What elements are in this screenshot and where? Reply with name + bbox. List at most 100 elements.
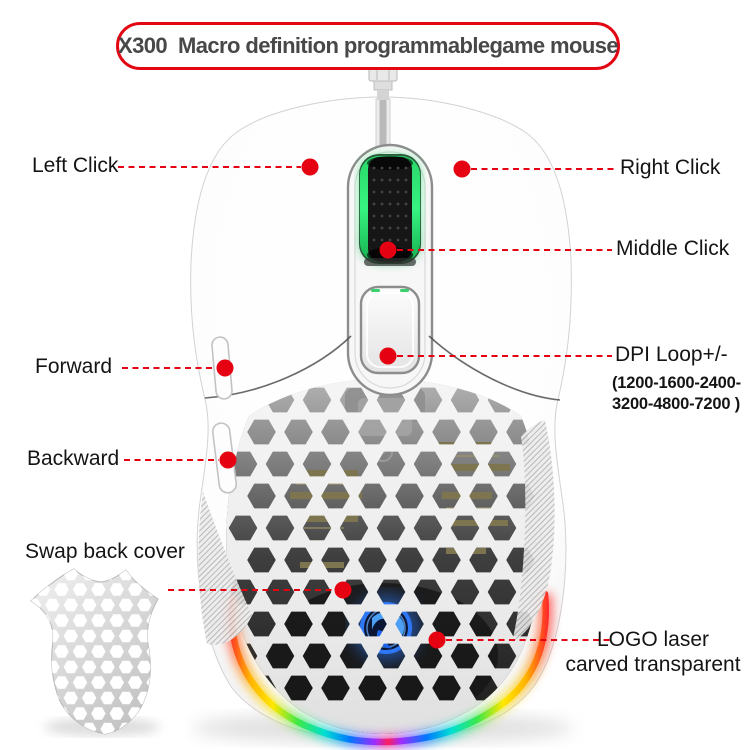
callout-dot-middle-click (379, 241, 397, 259)
dpi-leds (371, 289, 409, 292)
hex-cell (31, 660, 42, 674)
hex-cell (155, 598, 158, 612)
hex-cell (137, 569, 152, 581)
right-click-label: Right Click (620, 156, 721, 179)
wheel-grip-dot (396, 226, 400, 230)
wheel-grip-dot (404, 214, 408, 218)
wheel-grip-dot (388, 214, 392, 218)
hex-cell (155, 629, 158, 643)
wheel-grip-dot (388, 166, 392, 170)
wheel-grip-dot (404, 202, 408, 206)
left-grip-texture (198, 492, 252, 645)
mouse (190, 62, 572, 749)
callout-dot-left-click (301, 158, 319, 176)
hex-cell (72, 614, 88, 627)
hex-cell (100, 629, 115, 643)
back-cover-holes (31, 569, 158, 734)
wheel-grip-dot (404, 166, 408, 170)
wheel-grip-dot (380, 226, 384, 230)
title-banner: X300 Macro definition programmablegame m… (116, 22, 620, 70)
back-cover (30, 568, 159, 735)
wheel-grip-dot (396, 202, 400, 206)
swap-back-cover-label: Swap back cover (25, 540, 185, 563)
hex-cell (91, 707, 106, 720)
wheel-grip-dot (404, 178, 408, 182)
hex-cell (155, 660, 158, 674)
hex-cell (31, 569, 42, 581)
wheel-grip-dot (380, 238, 384, 242)
hex-cell (118, 629, 134, 643)
hex-cell (100, 722, 115, 734)
hex-cell (100, 691, 115, 705)
hex-cell (128, 583, 143, 596)
hex-cell (118, 660, 134, 674)
logo-label-line1: LOGO laser (596, 628, 710, 651)
hex-cell (36, 645, 51, 658)
wheel-grip-dot (372, 190, 376, 194)
hex-cell (109, 614, 124, 627)
logo-label-line2: carved transparent (565, 653, 741, 676)
callout-dot-logo (428, 631, 446, 649)
hex-cell (91, 614, 106, 627)
wheel-grip-dot (388, 226, 392, 230)
hex-cell (72, 645, 88, 658)
hex-cell (72, 707, 88, 720)
hex-cell (31, 722, 42, 734)
wheel-grip-dot (380, 214, 384, 218)
dpi-button (359, 285, 421, 375)
hex-cell (36, 676, 51, 689)
product-title: X300 Macro definition programmablegame m… (118, 33, 619, 58)
backward-label: Backward (27, 447, 120, 470)
callout-dots (216, 158, 471, 649)
hex-cell (128, 676, 143, 689)
wheel-grip-dot (404, 226, 408, 230)
hex-cell (128, 645, 143, 658)
hex-cell (82, 660, 97, 674)
hex-cell (109, 707, 124, 720)
right-grip-texture (512, 420, 555, 642)
callout-dot-swap (334, 581, 352, 599)
hex-cell (118, 598, 134, 612)
hex-cell (63, 691, 78, 705)
wheel-grip-dot (396, 214, 400, 218)
hex-cell (109, 676, 124, 689)
forward-label: Forward (35, 355, 113, 378)
wheel-grip-dot (372, 238, 376, 242)
hex-cell (54, 676, 69, 689)
hex-cell (54, 645, 69, 658)
callout-dot-dpi (379, 347, 397, 365)
hex-cell (146, 707, 158, 720)
hex-cell (63, 598, 78, 612)
scroll-wheel (359, 154, 421, 266)
hex-cell (31, 691, 42, 705)
hex-cell (128, 614, 143, 627)
hex-cell (91, 645, 106, 658)
dpi-loop-label: DPI Loop+/- (615, 343, 728, 366)
seam-right (428, 335, 561, 401)
hex-cell (100, 660, 115, 674)
wheel-grip-dot (404, 238, 408, 242)
callout-dot-right-click (453, 160, 471, 178)
wheel-grip-dot (388, 238, 392, 242)
hex-cell (72, 583, 88, 596)
wheel-grip-dot (396, 178, 400, 182)
honeycomb-shell (215, 370, 560, 742)
hex-cell (155, 691, 158, 705)
hex-cell (155, 569, 158, 581)
wheel-grip-dot (380, 190, 384, 194)
hex-cell (91, 676, 106, 689)
wheel-dots (372, 166, 408, 242)
dpi-values: (1200-1600-2400- 3200-4800-7200 ) (612, 373, 741, 415)
wheel-grip-dot (380, 202, 384, 206)
callout-dot-backward (219, 451, 237, 469)
hex-cell (36, 707, 51, 720)
hex-cell (109, 583, 124, 596)
left-click-label: Left Click (32, 154, 119, 177)
middle-click-label: Middle Click (616, 237, 730, 260)
wheel-grip-dot (380, 166, 384, 170)
wheel-grip-dot (372, 214, 376, 218)
hex-cell (82, 598, 97, 612)
wheel-grip-dot (396, 238, 400, 242)
